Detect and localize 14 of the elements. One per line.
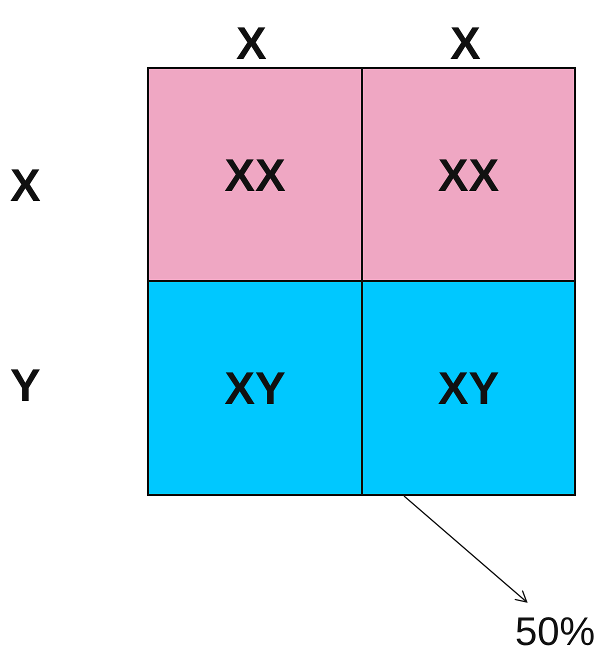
genotype-label: XY [224, 361, 286, 415]
grid-cell [361, 67, 576, 282]
allele-label: X [10, 162, 41, 208]
genotype-label: XX [224, 148, 286, 202]
grid-cell [147, 280, 363, 496]
percentage-label: 50% [515, 612, 605, 652]
allele-label: X [450, 20, 481, 66]
arrow [404, 496, 528, 603]
grid-cell [147, 67, 363, 282]
grid-cell [361, 280, 576, 496]
genotype-label: XY [438, 361, 500, 415]
allele-label: X [236, 20, 267, 66]
allele-label: Y [10, 362, 41, 408]
genotype-label: XX [438, 148, 500, 202]
